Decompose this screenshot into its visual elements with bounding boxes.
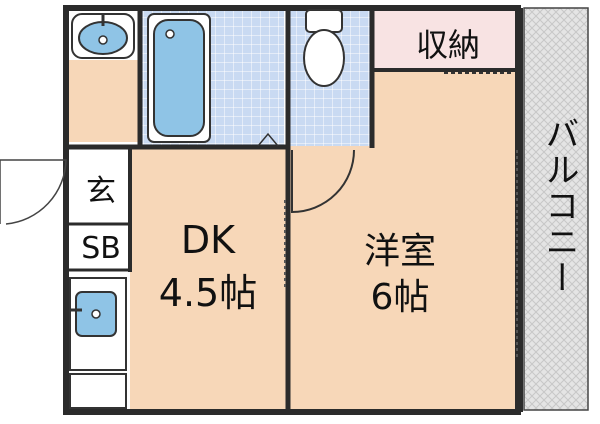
balcony-area [523,7,589,411]
floor-genkan [68,148,130,220]
yoshitsu-room-size: 6帖 [370,277,430,318]
storage-label: 収納 [415,26,480,64]
dk-room-name: DK [180,218,236,262]
bath-door-mark [257,132,279,147]
shoebox-label: SB [81,231,121,266]
toilet-tank [305,9,343,33]
balcony-label: バルコニー [539,116,579,296]
genkan-label: 玄 [86,174,116,209]
entrance-door-swing [0,159,67,225]
floor-shoebox [68,228,130,268]
storage-area [372,10,516,68]
bathtub-basin [153,19,205,137]
washbasin-drain [98,35,108,45]
dk-room-size: 4.5帖 [158,271,258,315]
toilet-door-swing [291,149,355,214]
yoshitsu-room-name: 洋室 [363,231,436,272]
kitchen-stove [69,373,127,409]
floor-sink-area [68,60,138,142]
kitchen-drain [91,309,101,319]
bathtub-drain [165,29,175,39]
floor-dk [130,148,286,410]
toilet-bowl [303,29,345,87]
